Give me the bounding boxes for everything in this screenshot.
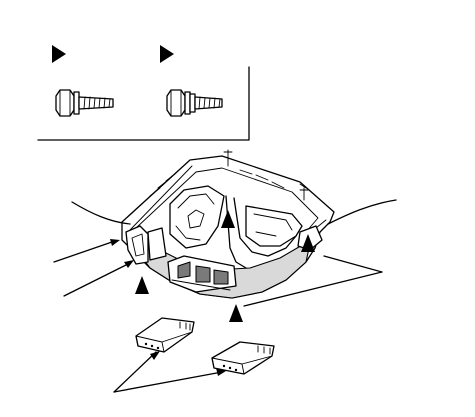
fastener-inset	[37, 45, 250, 141]
leader-line	[63, 263, 129, 297]
black-triangle-right-icon	[160, 45, 174, 63]
mounting-stud	[299, 187, 309, 201]
black-triangle-up-icon	[301, 234, 315, 252]
left-bracket	[125, 225, 149, 265]
arrowhead	[216, 368, 226, 376]
right-cavity	[245, 205, 303, 247]
leader-line	[53, 241, 113, 263]
fastener-pointers	[135, 210, 315, 322]
leader-line	[243, 271, 383, 307]
black-triangle-up-icon	[229, 304, 243, 322]
lens-cover-right	[211, 341, 275, 375]
flange-bolt-icon	[166, 89, 223, 117]
leader-line	[323, 255, 383, 273]
black-triangle-up-icon	[221, 210, 235, 228]
leader-line	[113, 351, 157, 393]
black-triangle-right-icon	[52, 45, 66, 63]
arrowhead	[150, 351, 160, 360]
leader-line	[327, 199, 397, 225]
mounting-stud	[223, 149, 233, 167]
lens-cover-left	[135, 317, 195, 353]
right-tab	[297, 225, 323, 251]
arrowhead	[124, 260, 134, 268]
arrowhead	[110, 239, 120, 246]
leader-lines	[53, 199, 397, 393]
flange-bolt-icon	[55, 89, 114, 117]
housing-rim	[135, 167, 319, 233]
inset-border	[37, 66, 250, 141]
leader-line	[71, 201, 131, 225]
leader-line	[113, 371, 223, 393]
left-cavity	[169, 185, 225, 249]
black-triangle-up-icon	[135, 276, 149, 294]
